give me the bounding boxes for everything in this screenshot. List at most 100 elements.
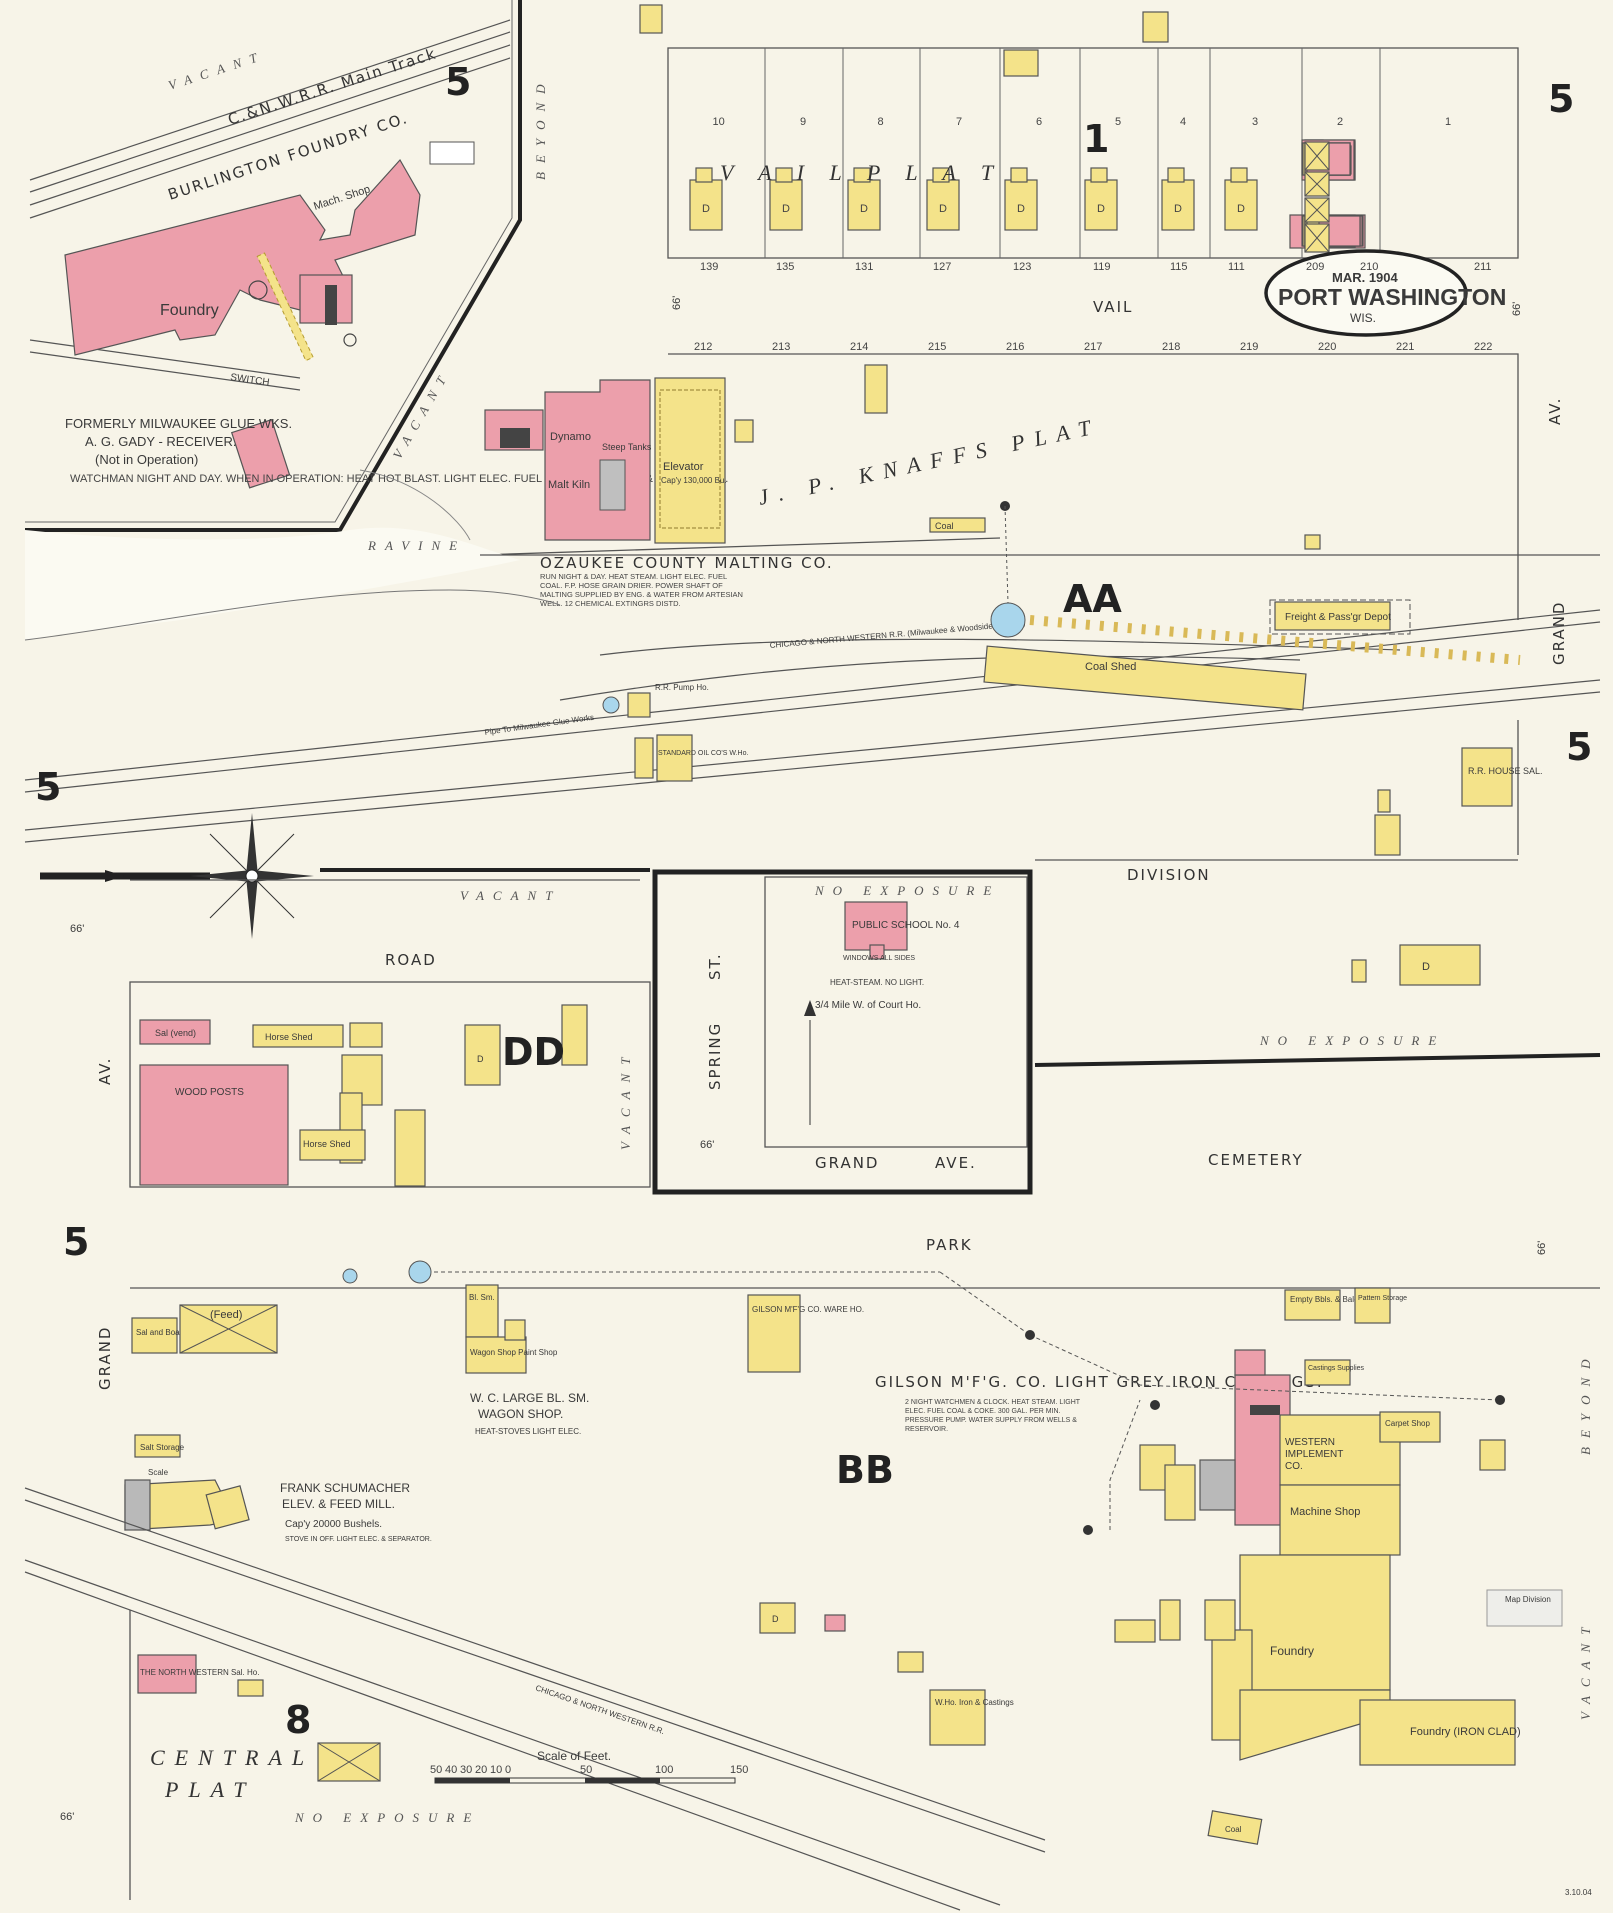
gas-tank-icon (408, 1260, 432, 1284)
burlington-foundry-building (64, 158, 421, 356)
street-road: ROAD (385, 951, 437, 969)
block-bb-label: BB (836, 1448, 894, 1492)
barn-lot6 (1003, 49, 1039, 77)
dwelling-label: D (702, 203, 710, 215)
barn-top (1142, 11, 1169, 43)
scale-tick: 20 (475, 1764, 487, 1776)
beyond-label-top: BEYOND (533, 75, 548, 180)
horse-shed-2-label: Horse Shed (303, 1139, 351, 1149)
map-state: WIS. (1350, 311, 1376, 325)
sheet-ref-5-a: 5 (445, 60, 471, 104)
no-exposure-bottom: NO EXPOSURE (294, 1810, 480, 1825)
central-plat-2: PLAT (164, 1777, 256, 1802)
street-av-right: AV. (1546, 397, 1564, 425)
malt-kiln-label: Malt Kiln (548, 479, 590, 491)
sheet-ref-5-d: 5 (63, 1220, 89, 1264)
lot-number: 1 (1445, 116, 1451, 128)
western-impl-2: IMPLEMENT (1285, 1449, 1343, 1460)
scale-title: Scale of Feet. (537, 1749, 611, 1763)
glue-works-label-3: (Not in Operation) (95, 452, 198, 467)
map-division-label: Map Division (1505, 1595, 1551, 1604)
lot-number: 7 (956, 116, 962, 128)
block-dd: WOOD POSTS Sal (vend) Horse Shed Horse S… (96, 981, 651, 1188)
water-gauge-icon (342, 1268, 358, 1284)
street-spring: SPRING (706, 1022, 724, 1090)
house-number: 115 (1170, 261, 1188, 273)
beyond-right: BEYOND (1578, 1350, 1593, 1455)
knaffs-plat-label: J. P. KNAFFS PLAT (756, 413, 1103, 510)
shed-top (639, 4, 663, 34)
large-bl-sm-1: W. C. LARGE BL. SM. (470, 1391, 589, 1405)
glue-works-label-1: FORMERLY MILWAUKEE GLUE WKS. (65, 416, 292, 431)
dwelling-porch (775, 167, 793, 183)
ravine-label: RAVINE (367, 538, 466, 553)
bl-sm-label: Bl. Sm. (469, 1293, 495, 1302)
house-number: 214 (850, 341, 868, 353)
street-grand-bottom: GRAND (815, 1154, 879, 1172)
hydrant-gilson-3 (1083, 1525, 1093, 1535)
sheet-ref-5-b: 5 (35, 765, 61, 809)
map-date: MAR. 1904 (1332, 270, 1399, 285)
elevator-cap-label: Cap'y 130,000 Bu. (661, 476, 727, 485)
vacant-right: VACANT (1578, 1619, 1593, 1720)
house-number: 215 (928, 341, 946, 353)
dwelling-bb-label: D (772, 1614, 779, 1624)
map-division-stamp (1486, 1589, 1563, 1627)
dwelling-label: D (1174, 203, 1182, 215)
ravine-edge-2 (359, 469, 471, 541)
foundry-iron-label: Foundry (IRON CLAD) (1410, 1726, 1521, 1738)
no-exposure-school: NO EXPOSURE (814, 883, 1000, 898)
school-windows: WINDOWS ALL SIDES (843, 955, 915, 962)
house-number: 135 (776, 261, 794, 273)
rr-pump-label: R.R. Pump Ho. (655, 683, 709, 692)
foundry-main-label: Foundry (1270, 1644, 1314, 1658)
lot-number: 9 (800, 116, 806, 128)
dwelling-porch (932, 167, 950, 183)
knaffs-shed (864, 364, 888, 414)
horse-shed-label: Horse Shed (265, 1032, 313, 1042)
street-division: DIVISION (1127, 866, 1211, 884)
sheet-number: 5 (1548, 77, 1574, 121)
block-dd-label: DD (502, 1030, 565, 1074)
schumacher-label-1: FRANK SCHUMACHER (280, 1481, 410, 1495)
vacant-label-diagonal: VACANT (390, 366, 454, 461)
house-number: 219 (1240, 341, 1258, 353)
lot-number: 4 (1180, 116, 1186, 128)
pattern-storage-label: Pattern Storage (1358, 1295, 1407, 1302)
dwelling-porch (1090, 167, 1108, 183)
switch-label: SWITCH (230, 372, 271, 388)
rr-house-saloon-block: R.R. HOUSE SAL. (1374, 720, 1543, 856)
street-cemetery: CEMETERY (1208, 1151, 1304, 1169)
dwelling-porch (853, 167, 871, 183)
coal-bottom-label: Coal (1225, 1825, 1242, 1834)
street-grand-left: GRAND (96, 1326, 114, 1390)
malting-note: RUN NIGHT & DAY. HEAT STEAM. LIGHT ELEC.… (540, 572, 743, 608)
wagon-shop-label: Wagon Shop Paint Shop (470, 1348, 558, 1357)
castings-supplies-label: Castings Supplies (1308, 1365, 1365, 1372)
hydrant-gilson-1 (1025, 1330, 1035, 1340)
house-number: 139 (700, 261, 718, 273)
width-66-spring: 66' (700, 1139, 714, 1151)
dwelling-label: D (782, 203, 790, 215)
house-number: 220 (1318, 341, 1336, 353)
house-number: 123 (1013, 261, 1031, 273)
map-city: PORT WASHINGTON (1278, 284, 1506, 310)
house-number: 212 (694, 341, 712, 353)
dwelling-label: D (1017, 203, 1025, 215)
street-park: PARK (926, 1236, 973, 1254)
freight-depot-label: Freight & Pass'gr Depot (1285, 612, 1391, 623)
vail-plat-label: V A I L P L A T (720, 160, 1003, 185)
lot-number: 2 (1337, 116, 1343, 128)
pump-tank-icon (602, 696, 620, 714)
house-number: 119 (1093, 261, 1111, 273)
schumacher-cap: Cap'y 20000 Bushels. (285, 1519, 382, 1530)
pump-and-oil: R.R. Pump Ho. STANDARD OIL CO'S W.Ho. (602, 683, 748, 782)
dwelling (1084, 179, 1118, 231)
lot-number: 8 (878, 116, 884, 128)
central-plat-1: CENTRAL (150, 1745, 314, 1770)
vacant-label-top: VACANT (166, 47, 267, 93)
scale-tick: 0 (505, 1764, 511, 1776)
gilson-complex: GILSON M'F'G. CO. LIGHT GREY IRON CASTIN… (875, 1271, 1593, 1845)
water-tank-icon (990, 602, 1026, 638)
